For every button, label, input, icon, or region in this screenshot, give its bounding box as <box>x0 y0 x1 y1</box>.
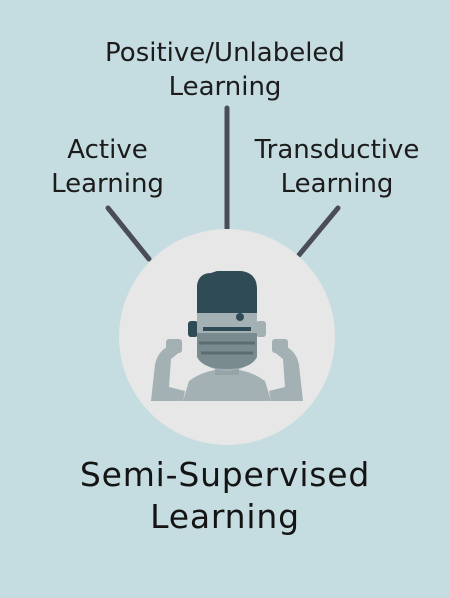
connector-right <box>296 205 341 258</box>
center-title: Semi-Supervised Learning <box>79 455 371 536</box>
branch-label-transductive: Transductive Learning <box>254 135 420 199</box>
branch-label-active: Active Learning <box>51 135 164 199</box>
connector-left <box>105 205 152 262</box>
muscular-person-with-face-mask-icon <box>151 271 303 401</box>
branch-label-positive-unlabeled: Positive/Unlabeled Learning <box>105 38 345 102</box>
